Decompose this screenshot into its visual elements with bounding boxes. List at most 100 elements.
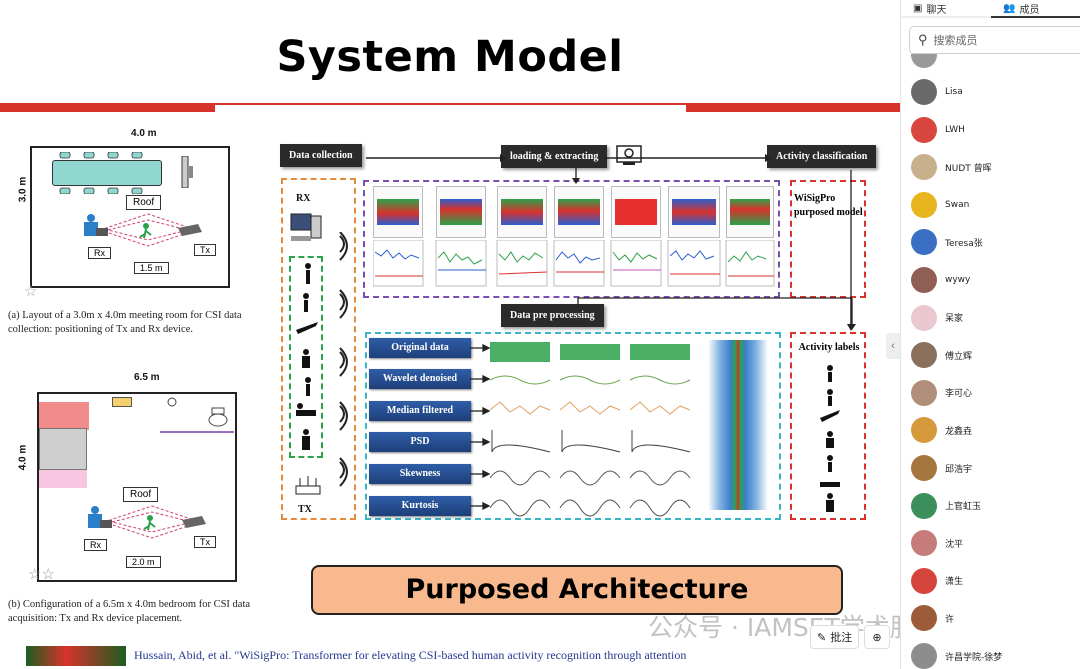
model-box xyxy=(790,180,866,298)
member-row[interactable]: 邱浩宇 xyxy=(901,450,1080,486)
room1-distance-label: 1.5 m xyxy=(134,262,169,274)
member-row[interactable]: 许 xyxy=(901,600,1080,636)
avatar xyxy=(911,605,937,632)
member-name: 上官虹玉 xyxy=(945,502,982,513)
room1-setup-diagram xyxy=(84,213,202,247)
csi-plot-1 xyxy=(373,186,423,238)
room2-setup-diagram xyxy=(88,505,206,539)
csi-plot-6 xyxy=(668,186,720,238)
preprocessing-header: Data pre processing xyxy=(501,304,604,327)
title-bar-line xyxy=(215,103,686,105)
member-row[interactable]: 许昌学院-徐梦 xyxy=(901,638,1080,669)
csi-plot-4 xyxy=(554,186,604,238)
avatar xyxy=(911,229,937,256)
member-name: Teresa张 xyxy=(945,238,983,249)
combined-signal-plot xyxy=(708,340,768,510)
room2-bed xyxy=(39,428,87,470)
activity-figures-box xyxy=(289,256,323,458)
member-row[interactable]: 李可心 xyxy=(901,375,1080,411)
partial-avatar xyxy=(911,54,937,68)
architecture-label-box: Purposed Architecture xyxy=(311,565,843,615)
room1-roof-label: Roof xyxy=(126,195,162,210)
room1-chairs xyxy=(59,152,143,194)
member-row[interactable]: 傅立辉 xyxy=(901,337,1080,373)
activity-classification-header: Activity classification xyxy=(767,145,877,168)
room2-distance-label: 2.0 m xyxy=(126,556,161,568)
room2-roof-label: Roof xyxy=(123,487,159,502)
model-label: WiSigPro purposed model xyxy=(794,192,864,220)
room2-rx-label: Rx xyxy=(84,539,107,551)
member-row[interactable]: Swan xyxy=(901,187,1080,223)
activity-label-silhouettes xyxy=(820,365,840,512)
room2-bathroom-icons xyxy=(160,397,234,433)
data-collection-header: Data collection xyxy=(280,144,362,167)
rx-label: RX xyxy=(296,193,311,204)
preprocessing-box xyxy=(365,332,781,520)
presentation-slide: System Model 4.0 m 3.0 m Roof xyxy=(0,32,900,666)
room1-meeting-table xyxy=(52,160,162,186)
model-to-labels-arrow xyxy=(847,298,855,331)
title-bar-left xyxy=(0,103,215,112)
csi-plot-5 xyxy=(611,186,661,238)
flow-arrows xyxy=(366,154,856,330)
activity-labels-box xyxy=(790,332,866,520)
member-row[interactable]: Lisa xyxy=(901,74,1080,110)
member-name: 沈平 xyxy=(945,539,964,550)
tab-members[interactable]: 👥 成员 xyxy=(991,0,1080,18)
member-name: LWH xyxy=(945,124,965,135)
room2-bed-area xyxy=(39,402,89,430)
gear-computer-icon xyxy=(616,145,642,165)
avatar xyxy=(911,342,937,369)
member-search: ⚲ xyxy=(909,26,1080,54)
room1-screen-icon xyxy=(181,156,193,188)
title-bar-right xyxy=(686,103,900,112)
room1-walls xyxy=(30,146,230,288)
member-name: 许昌学院-徐梦 xyxy=(945,652,1003,663)
collapse-panel-button[interactable]: ‹ xyxy=(886,333,900,359)
member-row[interactable]: 沈平 xyxy=(901,525,1080,561)
search-input[interactable] xyxy=(933,33,1054,47)
room1-height-label: 3.0 m xyxy=(17,176,29,203)
avatar xyxy=(911,379,937,406)
member-name: 李可心 xyxy=(945,389,973,400)
member-row[interactable]: Teresa张 xyxy=(901,224,1080,260)
loading-extracting-box xyxy=(363,180,780,298)
member-row[interactable]: LWH xyxy=(901,112,1080,148)
member-row[interactable]: wywy xyxy=(901,262,1080,298)
avatar xyxy=(911,417,937,444)
activity-silhouettes xyxy=(296,263,318,450)
model-label-line1: WiSigPro xyxy=(794,193,836,204)
tx-router-icon xyxy=(295,476,321,495)
step-psd: PSD xyxy=(369,432,471,452)
step-skewness: Skewness xyxy=(369,464,471,484)
zoom-button[interactable]: ⊕ xyxy=(864,625,890,649)
member-row[interactable]: NUDT 曾晖 xyxy=(901,149,1080,185)
csi-line-plots xyxy=(373,240,775,287)
member-row[interactable]: 龙鑫垚 xyxy=(901,412,1080,448)
member-name: 邱浩宇 xyxy=(945,464,973,475)
room2-rug xyxy=(39,470,87,488)
logo-strip xyxy=(26,646,126,666)
csi-plot-3 xyxy=(497,186,547,238)
avatar xyxy=(911,154,937,181)
member-row[interactable]: 潇生 xyxy=(901,563,1080,599)
room2-tx-label: Tx xyxy=(194,536,216,548)
step-kurtosis: Kurtosis xyxy=(369,496,471,516)
avatar xyxy=(911,492,937,519)
avatar xyxy=(911,191,937,218)
loading-extracting-header: loading & extracting xyxy=(501,145,608,168)
room1-caption: (a) Layout of a 3.0m x 4.0m meeting room… xyxy=(8,310,242,335)
annotate-button[interactable]: ✎ 批注 xyxy=(810,625,860,649)
tab-chat[interactable]: ▣ 聊天 xyxy=(901,0,991,18)
member-name: wywy xyxy=(945,275,971,285)
member-row[interactable]: 上官虹玉 xyxy=(901,488,1080,524)
member-name: Swan xyxy=(945,199,970,210)
room2-height-label: 4.0 m xyxy=(17,444,29,471)
room2-desk xyxy=(112,397,132,407)
member-row[interactable]: 呆家 xyxy=(901,300,1080,336)
members-icon: 👥 xyxy=(1003,2,1016,14)
room2-width-label: 6.5 m xyxy=(134,372,160,383)
step-arrows xyxy=(470,343,490,511)
room1-rx-label: Rx xyxy=(88,247,111,259)
